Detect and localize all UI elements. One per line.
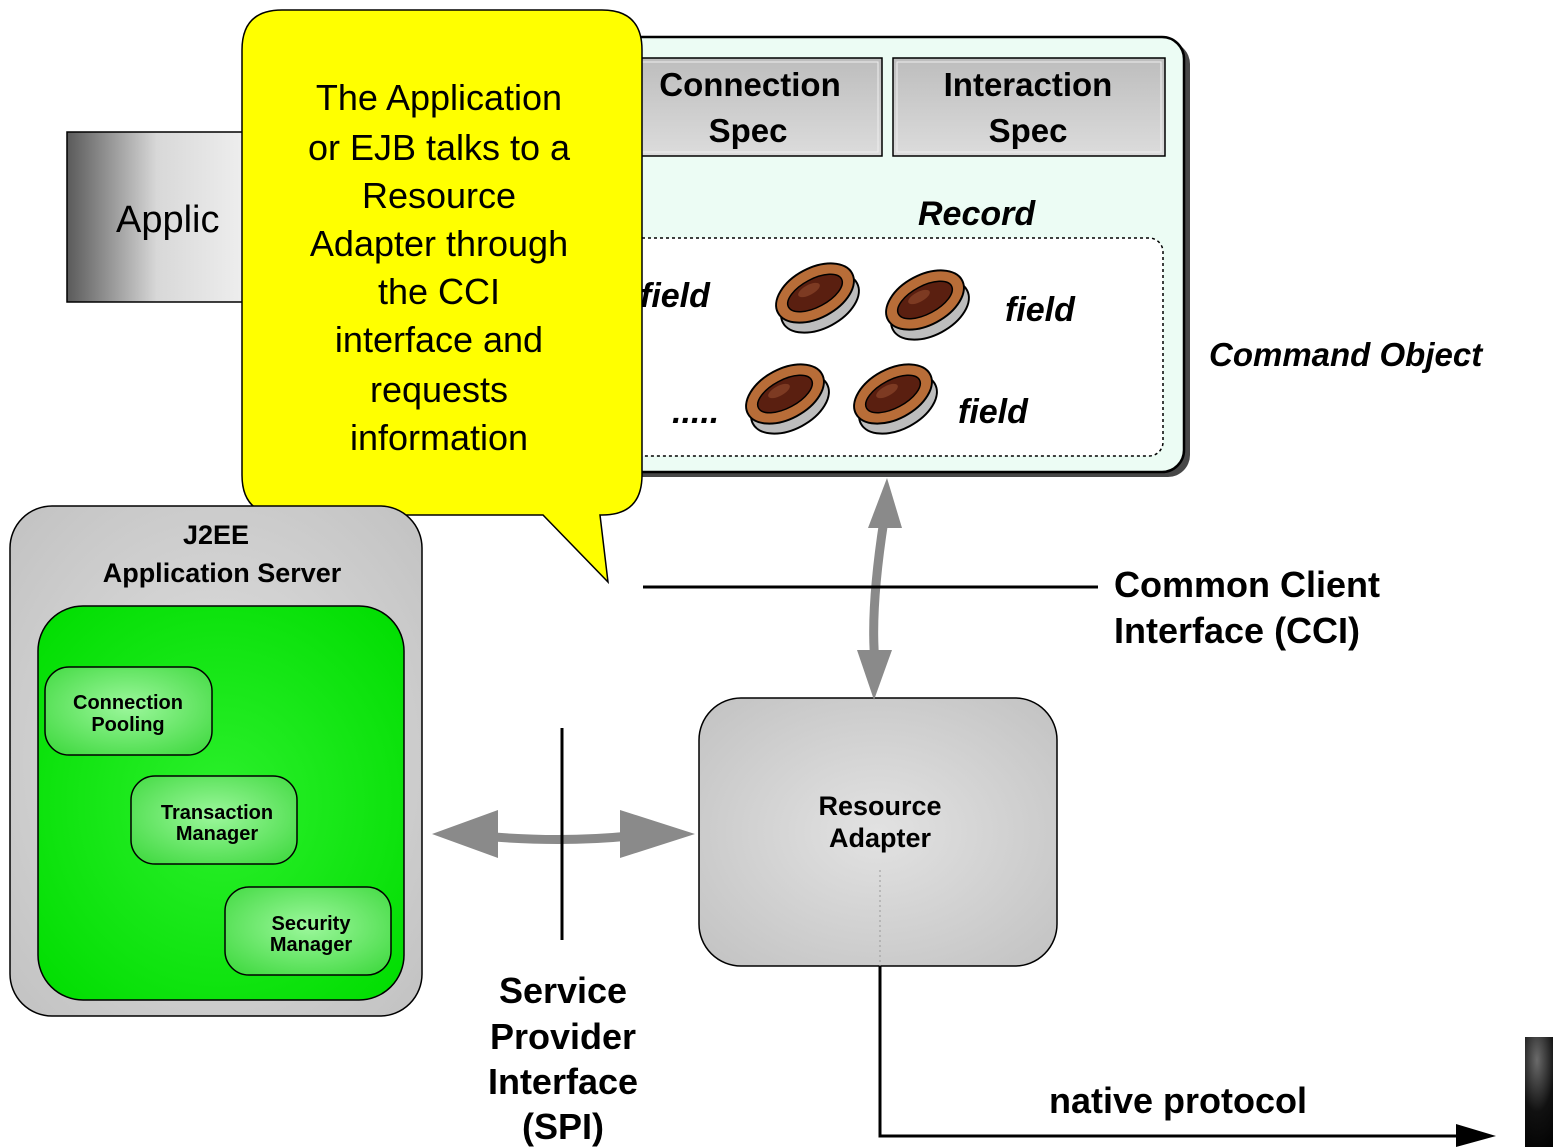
callout-line-6: interface and [335, 319, 543, 360]
resource-adapter-box: Resource Adapter [698, 697, 1058, 967]
j2ee-app-server: J2EE Application Server Connection Pooli… [9, 505, 423, 1017]
callout-text: The Application or EJB talks to a Resour… [308, 77, 571, 458]
interaction-spec-line-1: Interaction [944, 66, 1113, 103]
transaction-manager-box: Transaction Manager [130, 775, 298, 865]
spi-label-line-1: Service [499, 970, 627, 1011]
field-label-3: field [958, 393, 1029, 431]
security-manager-line-1: Security [272, 913, 352, 935]
application-label: Applic [116, 199, 220, 241]
connection-spec-box: Connection Spec [631, 57, 883, 157]
transaction-manager-line-1: Transaction [161, 802, 273, 824]
connection-pooling-line-2: Pooling [91, 714, 164, 736]
callout-line-5: the CCI [378, 271, 500, 312]
app-server-title-line-1: J2EE [183, 520, 249, 550]
field-ellipsis: ..... [672, 393, 719, 431]
connection-spec-line-1: Connection [659, 66, 840, 103]
resource-adapter-line-1: Resource [818, 791, 941, 821]
connection-pooling-box: Connection Pooling [44, 666, 213, 756]
app-server-title-line-2: Application Server [103, 558, 342, 588]
command-object-panel: Connection Spec Interaction Spec Record … [602, 35, 1190, 477]
spi-label-line-2: Provider [490, 1016, 636, 1057]
field-label-2: field [1005, 291, 1076, 329]
spi-arrow [432, 810, 695, 858]
cci-label-line-1: Common Client [1114, 564, 1380, 605]
callout-line-7: requests [370, 369, 508, 410]
callout-line-2: or EJB talks to a [308, 127, 571, 168]
security-manager-line-2: Manager [270, 934, 352, 956]
interaction-spec-line-2: Spec [989, 112, 1068, 149]
native-protocol-label: native protocol [1049, 1080, 1307, 1121]
transaction-manager-line-2: Manager [176, 823, 258, 845]
field-label-1: field [640, 277, 711, 315]
callout-line-8: information [350, 417, 528, 458]
connection-spec-line-2: Spec [709, 112, 788, 149]
connection-pooling-line-1: Connection [73, 692, 183, 714]
external-system-icon [1525, 1037, 1553, 1147]
application-box: Applic [66, 131, 268, 303]
callout-line-1: The Application [316, 77, 562, 118]
callout-line-4: Adapter through [310, 223, 568, 264]
cci-arrow [857, 478, 902, 700]
record-label: Record [918, 195, 1036, 233]
native-protocol-line [878, 966, 1496, 1147]
spi-label-line-3: Interface [488, 1061, 638, 1102]
security-manager-box: Security Manager [224, 886, 392, 976]
spi-label-line-4: (SPI) [522, 1106, 604, 1147]
callout-bubble: The Application or EJB talks to a Resour… [241, 9, 643, 585]
command-object-label: Command Object [1209, 336, 1484, 373]
interaction-spec-box: Interaction Spec [892, 57, 1166, 157]
resource-adapter-line-2: Adapter [829, 823, 932, 853]
callout-line-3: Resource [362, 175, 516, 216]
cci-label-line-2: Interface (CCI) [1114, 610, 1360, 651]
